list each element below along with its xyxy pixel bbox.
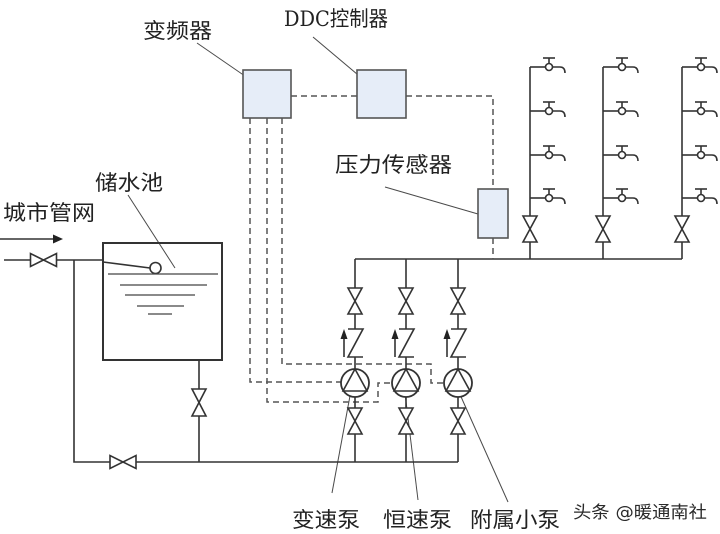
pump-icon [443, 367, 473, 398]
tank-outlet-gate-valve [190, 388, 208, 417]
riser-gate-valve [521, 215, 539, 243]
signal-inverter-to-variable-pump [249, 118, 341, 383]
bypass-pipe [73, 260, 458, 463]
riser-3 [673, 57, 718, 259]
pump-branch-variable-speed [340, 259, 370, 462]
faucet-icon [530, 101, 566, 118]
faucet-icon [603, 145, 639, 162]
inflow-arrow-icon [0, 234, 63, 244]
inverter-box [242, 69, 292, 119]
storage-tank-label: 储水池 [95, 171, 163, 195]
signal-inverter-to-auxiliary-pump [281, 118, 444, 384]
ddc-controller-label: DDC控制器 [284, 7, 388, 31]
gate-valve [346, 287, 364, 315]
variable-speed-pump-label: 变速泵 [292, 508, 360, 532]
auxiliary-pump-leader-line [457, 389, 509, 503]
pump-branch-auxiliary [443, 259, 473, 462]
faucet-icon [682, 188, 718, 205]
check-valve-icon [397, 328, 416, 358]
constant-speed-pump-label: 恒速泵 [383, 508, 452, 532]
storage-tank-leader-line [127, 194, 176, 269]
faucet-icon [530, 57, 566, 74]
pump-icon [340, 367, 370, 398]
faucet-icon [530, 188, 566, 205]
city-network-label: 城市管网 [3, 201, 95, 225]
storage-tank [102, 242, 223, 361]
faucet-icon [603, 188, 639, 205]
inverter-label: 变频器 [143, 19, 212, 43]
riser-1 [521, 57, 566, 259]
riser-gate-valve [594, 215, 612, 243]
flow-direction-arrow-icon [391, 329, 399, 357]
variable-speed-pump-leader-line [331, 384, 353, 494]
riser-2 [594, 57, 639, 259]
inlet-gate-valve [29, 252, 58, 268]
gate-valve [449, 287, 467, 315]
faucet-icon [682, 145, 718, 162]
check-valve-icon [449, 328, 468, 358]
flow-direction-arrow-icon [340, 329, 348, 357]
flow-direction-arrow-icon [443, 329, 451, 357]
pump-branch-constant-speed [391, 259, 421, 462]
faucet-icon [603, 101, 639, 118]
float-ball-icon [149, 261, 162, 275]
pressure-sensor-label: 压力传感器 [335, 153, 452, 177]
faucet-icon [530, 145, 566, 162]
check-valve-icon [346, 328, 365, 358]
gate-valve [397, 287, 415, 315]
gate-valve [449, 407, 467, 435]
ddc-controller-box [356, 69, 407, 119]
signal-inverter-to-constant-pump [266, 118, 392, 403]
gate-valve [397, 407, 415, 435]
riser-gate-valve [673, 215, 691, 243]
watermark: 头条 @暖通南社 [573, 503, 707, 523]
pump-icon [391, 367, 421, 398]
gate-valve [346, 407, 364, 435]
pressure-sensor-leader-line [384, 186, 479, 215]
auxiliary-pump-label: 附属小泵 [470, 508, 560, 532]
pressure-sensor-box [477, 188, 509, 239]
faucet-icon [603, 57, 639, 74]
bypass-gate-valve [109, 454, 137, 470]
float-valve-lever [102, 261, 151, 269]
faucet-icon [682, 101, 718, 118]
faucet-icon [682, 57, 718, 74]
